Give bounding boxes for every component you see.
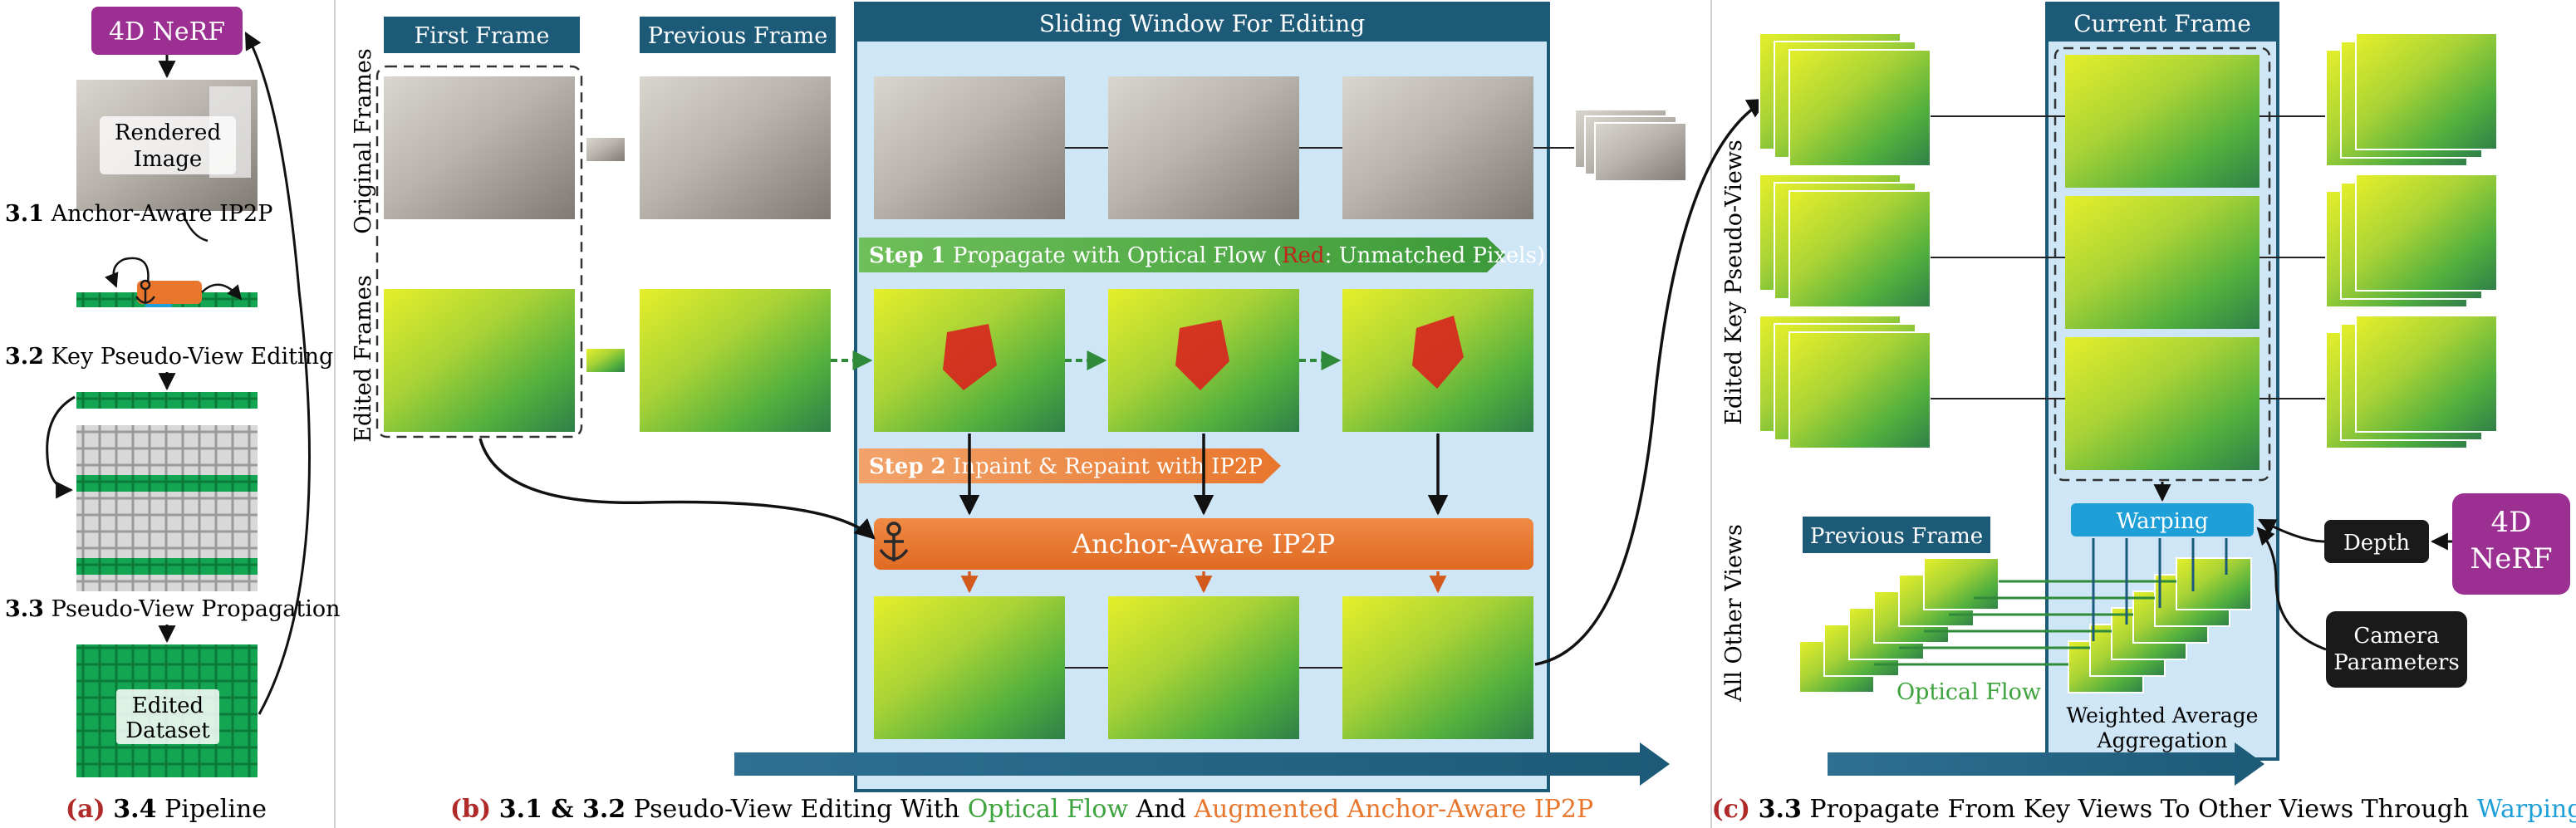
output-frame-3 [1342, 596, 1533, 739]
first-frame-group [375, 65, 583, 438]
current-key-view-3 [2065, 337, 2260, 470]
nerf-box [91, 7, 243, 55]
to-panel-c-arrow [1534, 98, 1769, 666]
camera-label-2: Parameters [2333, 650, 2459, 675]
original-first-frame [384, 76, 575, 219]
edited-key-label: Edited Key Pseudo-Views [1721, 140, 1747, 425]
panel-b: Sliding Window For Editing First Frame P… [351, 2, 1769, 824]
output-frame-2 [1108, 596, 1299, 739]
rendered-label-2: Image [134, 147, 202, 172]
caption-c: (c) 3.3 Propagate From Key Views To Othe… [1711, 795, 2576, 824]
right-key-stacks [2325, 32, 2498, 449]
caption-b: (b) 3.1 & 3.2 Pseudo-View Editing With O… [450, 795, 1593, 824]
warping-label: Warping [2117, 509, 2209, 534]
edited-dataset-label-1: Edited [132, 693, 204, 718]
edited-first-frame [384, 289, 575, 432]
anchor-aware-ip2p-label: Anchor-Aware IP2P [1072, 528, 1335, 560]
edited-dataset-label-2: Dataset [125, 718, 210, 743]
step-3-3-heading: 3.3 Pseudo-View Propagation [5, 596, 341, 622]
step-3-2-heading: 3.2 Key Pseudo-View Editing [5, 344, 333, 370]
all-other-views-label: All Other Views [1721, 524, 1747, 703]
caption-a: (a) 3.4 Pipeline [66, 795, 267, 824]
previous-frame-header [640, 17, 836, 53]
time-arrow [734, 742, 1670, 786]
nerf-label: 4D NeRF [109, 17, 225, 47]
panel-a: 4D NeRF Rendered Image 3.1 Anchor-Aware … [5, 7, 341, 824]
rendered-label-1: Rendered [115, 120, 221, 145]
nerf-box-c [2452, 493, 2570, 595]
previous-frame-label-c: Previous Frame [1810, 524, 1983, 549]
step-3-1-heading: 3.1 Anchor-Aware IP2P [5, 201, 272, 227]
output-frame-1 [874, 596, 1065, 739]
original-frame-3 [1342, 76, 1533, 219]
current-key-view-2 [2065, 196, 2260, 329]
optical-flow-lines [1874, 580, 2176, 666]
anchor-icon [135, 279, 156, 304]
previous-frame-label: Previous Frame [648, 23, 827, 49]
ip2p-block [137, 281, 202, 304]
nerf-label-c-1: 4D [2491, 506, 2532, 539]
other-views-stack [1798, 557, 1999, 693]
step-2-banner [859, 448, 1281, 483]
anchor-icon [879, 522, 909, 561]
optical-flow-label: Optical Flow [1896, 679, 2041, 705]
weighted-label-1: Weighted Average [2067, 703, 2259, 728]
first-frame-label: First Frame [415, 23, 550, 49]
original-frame-2 [1108, 76, 1299, 219]
camera-label-1: Camera [2353, 624, 2439, 649]
depth-box [2324, 520, 2429, 563]
left-key-stacks [1759, 32, 1931, 449]
row-label-edited: Edited Frames [351, 275, 376, 443]
anchor-input-arrow [478, 438, 876, 540]
row-label-original: Original Frames [351, 48, 376, 233]
camera-params-box [2326, 611, 2467, 688]
previous-frame-header-c [1803, 517, 1990, 553]
step-2-text: Step 2 Inpaint & Repaint with IP2P [869, 454, 1263, 479]
warping-box [2071, 503, 2254, 536]
weighted-label-2: Aggregation [2097, 728, 2228, 752]
original-previous-frame [640, 76, 831, 219]
nerf-label-c-2: NeRF [2470, 542, 2552, 576]
step-1-banner [859, 238, 1505, 272]
panel-c: Current Frame Edited Key Pseudo-Views Al… [1711, 2, 2576, 824]
current-frame-title: Current Frame [2073, 10, 2251, 37]
anchor-aware-ip2p-box [874, 518, 1533, 570]
time-arrow-c [1828, 742, 2264, 786]
sliding-window-title: Sliding Window For Editing [1039, 10, 1365, 37]
first-frame-header [384, 17, 580, 53]
loop-arrow [244, 32, 311, 715]
edited-previous-frame [640, 289, 831, 432]
current-key-view-1 [2065, 55, 2260, 188]
depth-label: Depth [2343, 531, 2410, 556]
future-frames-stack [1594, 122, 1687, 182]
original-frame-1 [874, 76, 1065, 219]
step-1-text: Step 1 Propagate with Optical Flow (Red:… [869, 243, 1545, 268]
